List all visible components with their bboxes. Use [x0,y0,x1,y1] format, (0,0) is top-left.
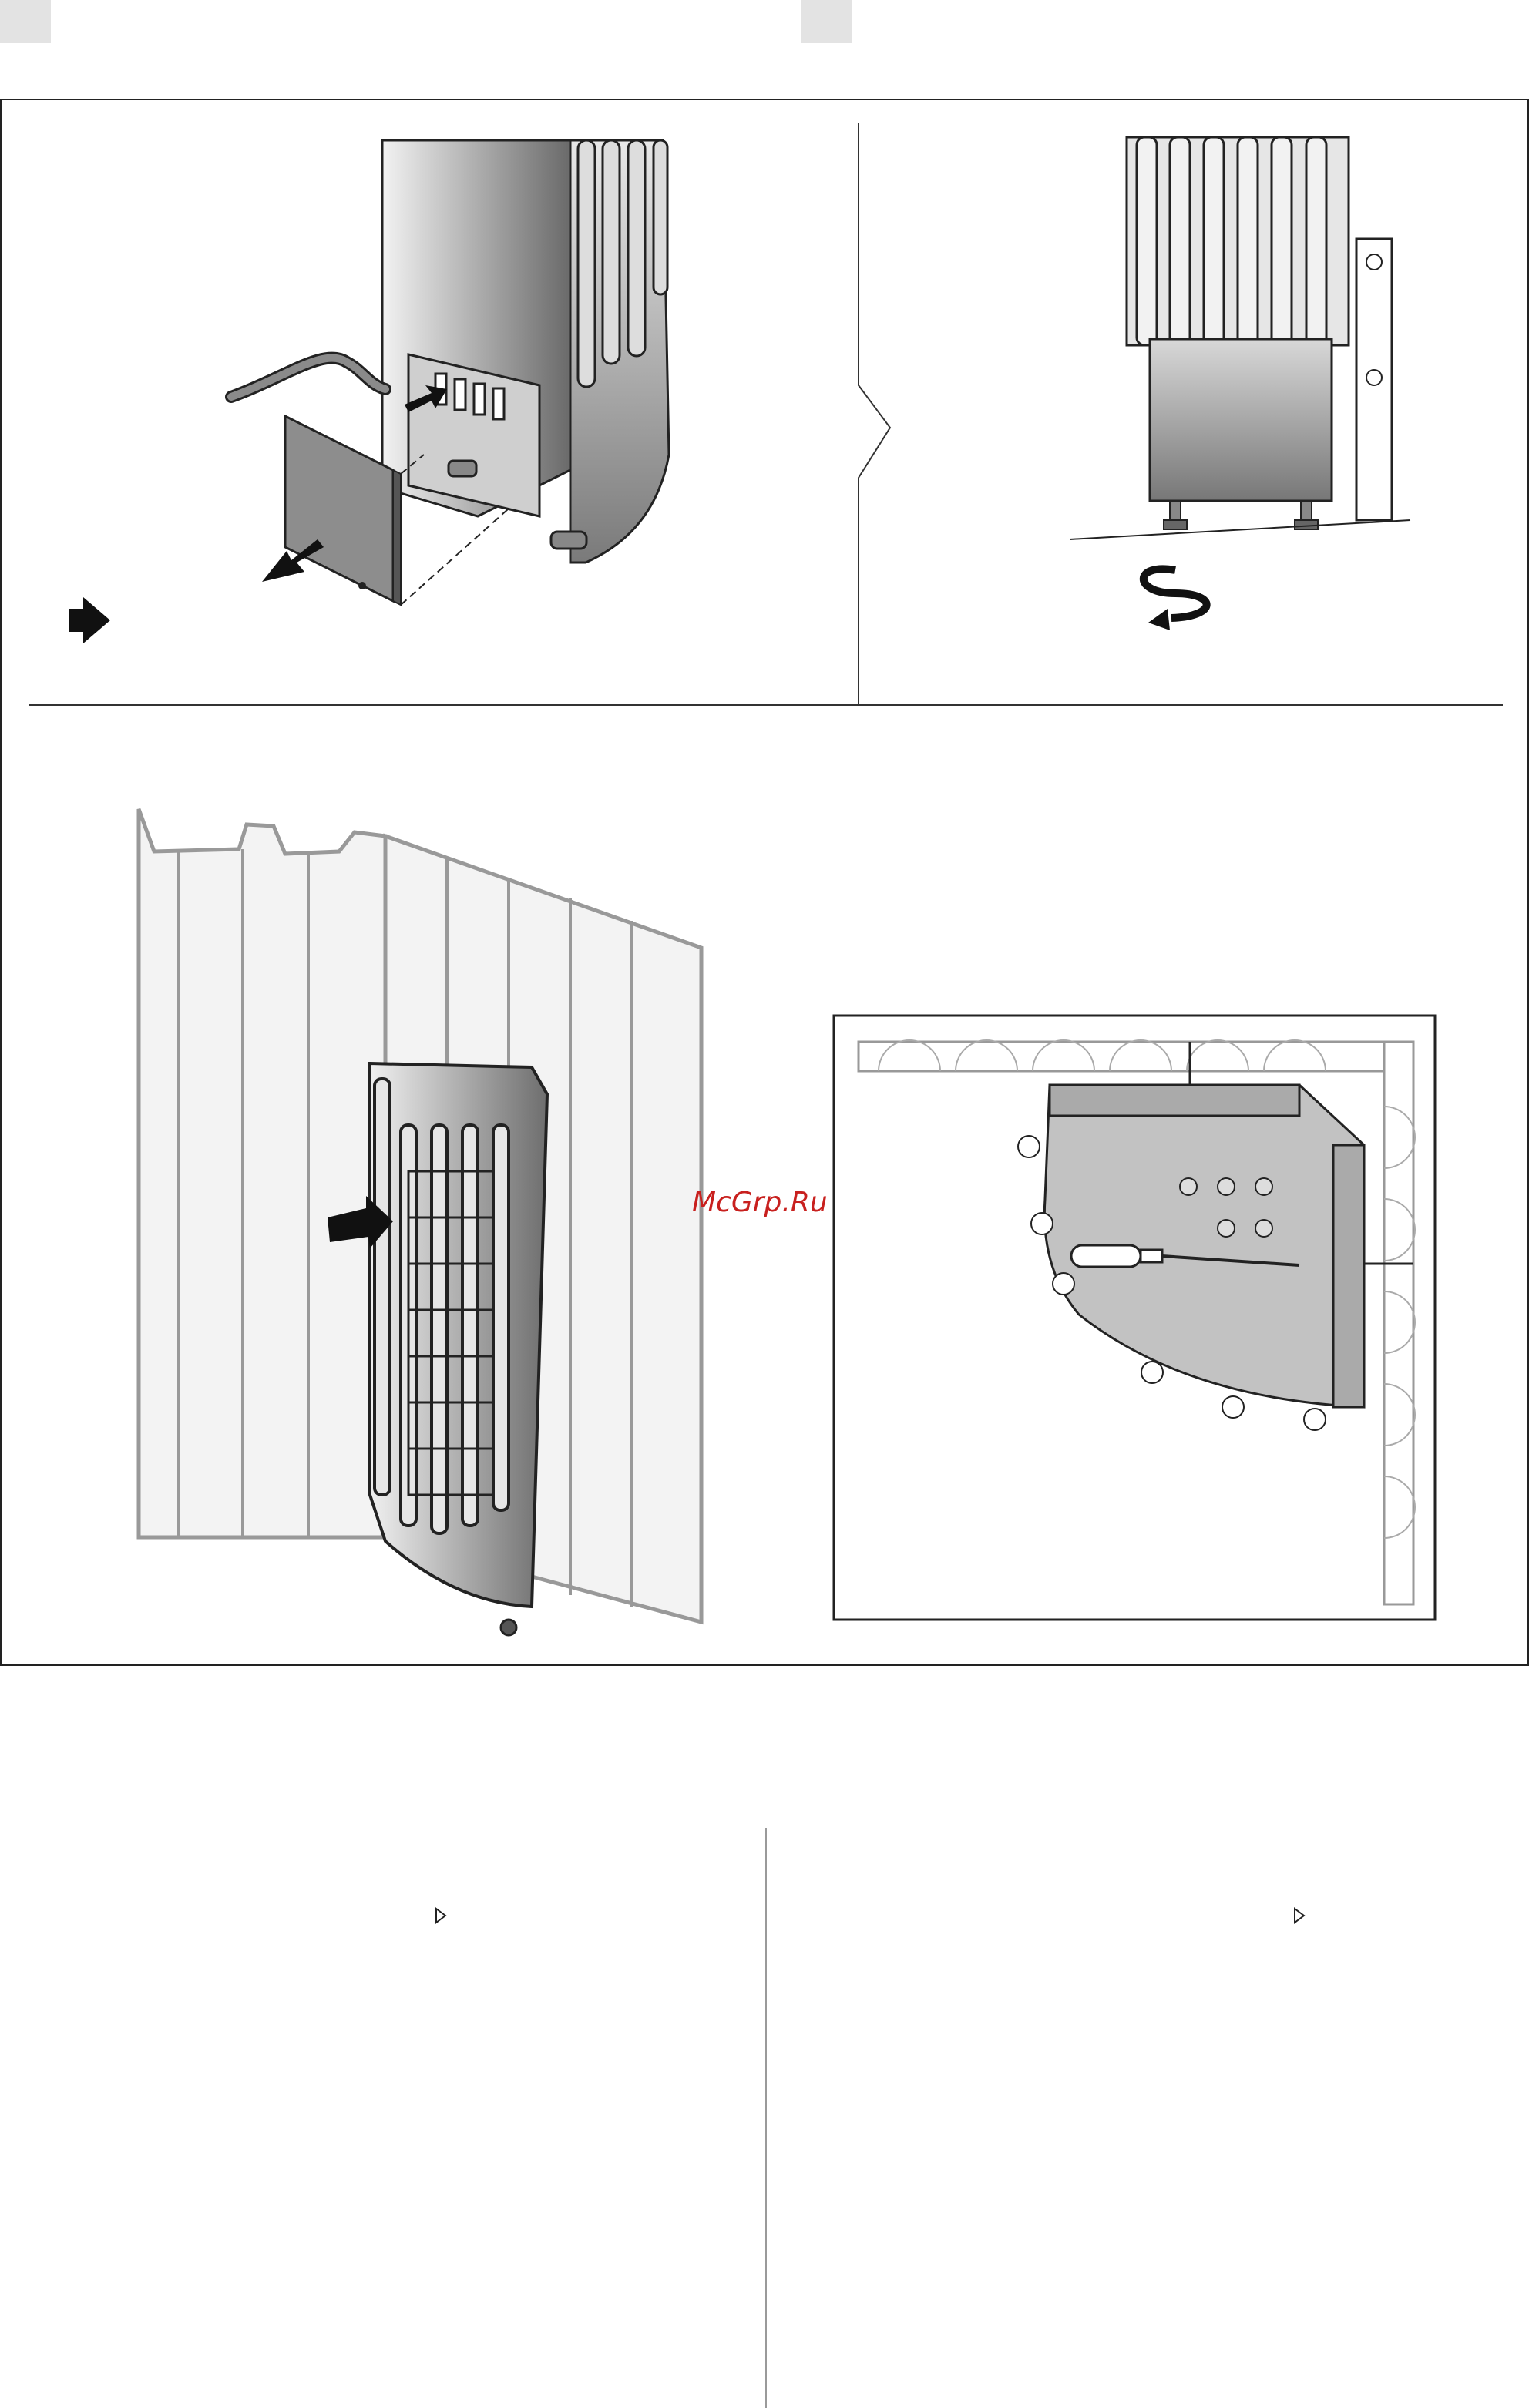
adjust-rotation-arrow [1144,569,1207,618]
figure-corner-install [131,801,724,1649]
triangle-right-icon [1293,1907,1306,1924]
step-arrow-icon [69,597,110,643]
figure-divider-notch [848,123,894,709]
heater-lower [1150,339,1332,501]
wood-wall-top [859,1042,1413,1071]
spirit-level [1356,239,1392,520]
cover-plate [285,416,393,601]
wood-wall-right [1384,1042,1413,1604]
heater-body [370,1063,547,1607]
figure-connect-cable [46,131,863,686]
watermark-text: McGrp.Ru [692,1187,828,1218]
header-tab-right [801,0,852,43]
figure-level-feet [1056,131,1441,632]
screw [358,582,366,589]
figure-top-view-mount [832,1014,1437,1621]
text-column-divider [765,1828,767,2408]
header-tab-left [0,0,51,43]
wall-panels-left [139,809,385,1537]
triangle-right-icon [435,1907,447,1924]
frame-divider-horizontal [29,704,1503,706]
